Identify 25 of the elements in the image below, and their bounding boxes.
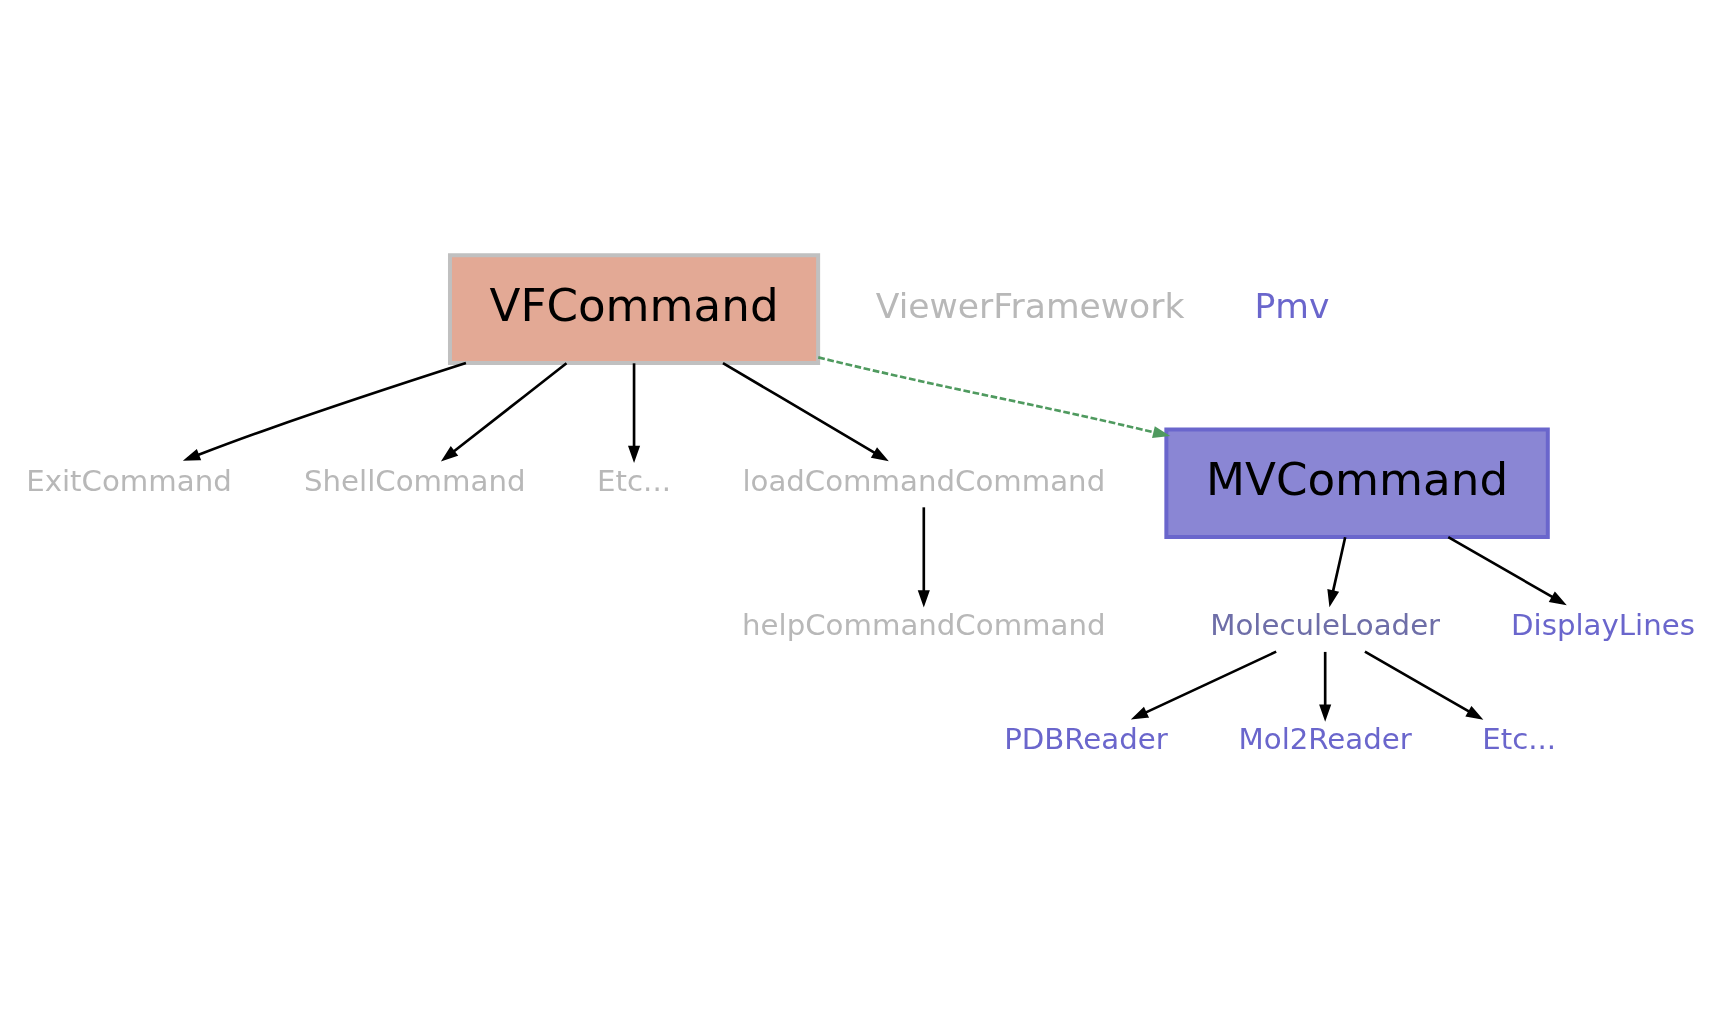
node-text: PDBReader [1004,722,1168,757]
node-text: loadCommandCommand [742,463,1106,498]
node-text: MoleculeLoader [1210,607,1441,642]
node-text: DisplayLines [1511,607,1695,642]
arrow [917,507,930,608]
node-text: helpCommandCommand [742,607,1106,642]
node-text: ExitCommand [26,463,232,498]
node-text: Etc... [1482,722,1557,757]
node-box: VFCommand [448,253,821,365]
node-text: Mol2Reader [1238,722,1412,757]
arrow [1319,651,1332,722]
arrow [440,362,568,462]
arrow [628,363,641,464]
arrow [1447,535,1567,606]
arrow [817,356,1171,439]
node-text: ShellCommand [304,463,526,498]
arrow [1130,650,1277,720]
arrow [1364,650,1484,720]
arrow [722,361,889,462]
node-text: Etc... [597,463,671,498]
label: Pmv [1254,285,1330,326]
arrow [1327,537,1347,608]
arrow [182,361,467,461]
node-box: MVCommand [1164,427,1550,540]
label: ViewerFramework [875,285,1185,326]
